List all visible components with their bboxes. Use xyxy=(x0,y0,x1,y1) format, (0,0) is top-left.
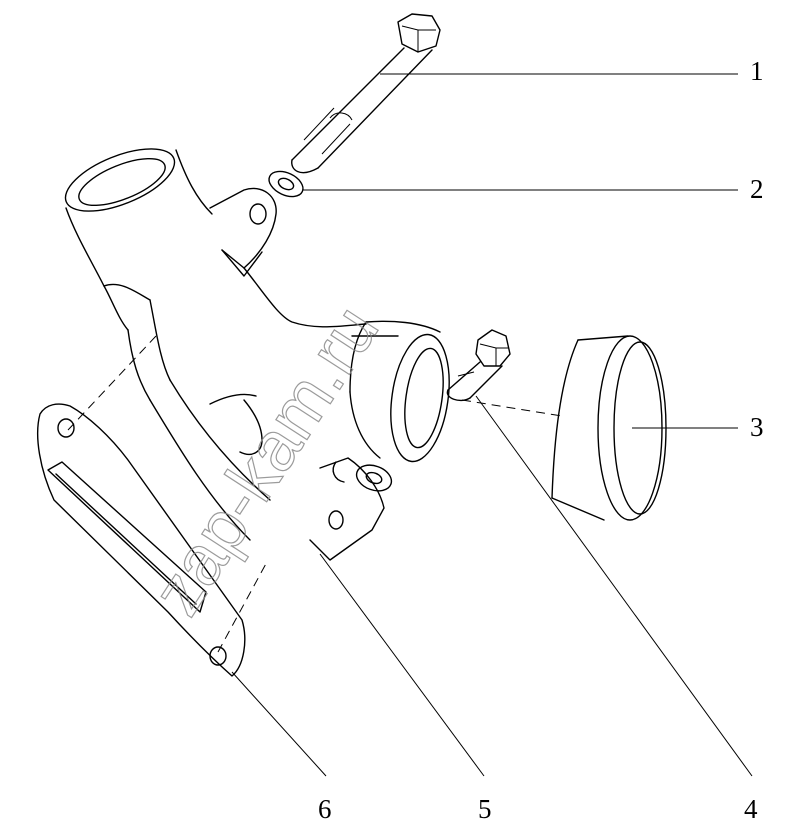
part-5-washer xyxy=(355,464,393,492)
callout-1: 1 xyxy=(750,56,764,86)
leader-6 xyxy=(231,671,327,777)
callout-4: 4 xyxy=(744,794,758,824)
part-4-bolt xyxy=(446,329,511,402)
part-1-bolt xyxy=(291,13,441,174)
housing xyxy=(37,148,450,677)
part-2-washer xyxy=(268,170,304,198)
watermark: zap-kam.ru xyxy=(137,292,393,628)
callout-2: 2 xyxy=(750,174,764,204)
leader-4 xyxy=(475,395,753,777)
callout-6: 6 xyxy=(318,794,332,824)
callout-5: 5 xyxy=(478,794,492,824)
callouts: 1 2 3 4 5 6 xyxy=(318,56,764,824)
leader-lines xyxy=(231,73,753,777)
leader-5 xyxy=(319,553,485,777)
callout-3: 3 xyxy=(750,412,764,442)
